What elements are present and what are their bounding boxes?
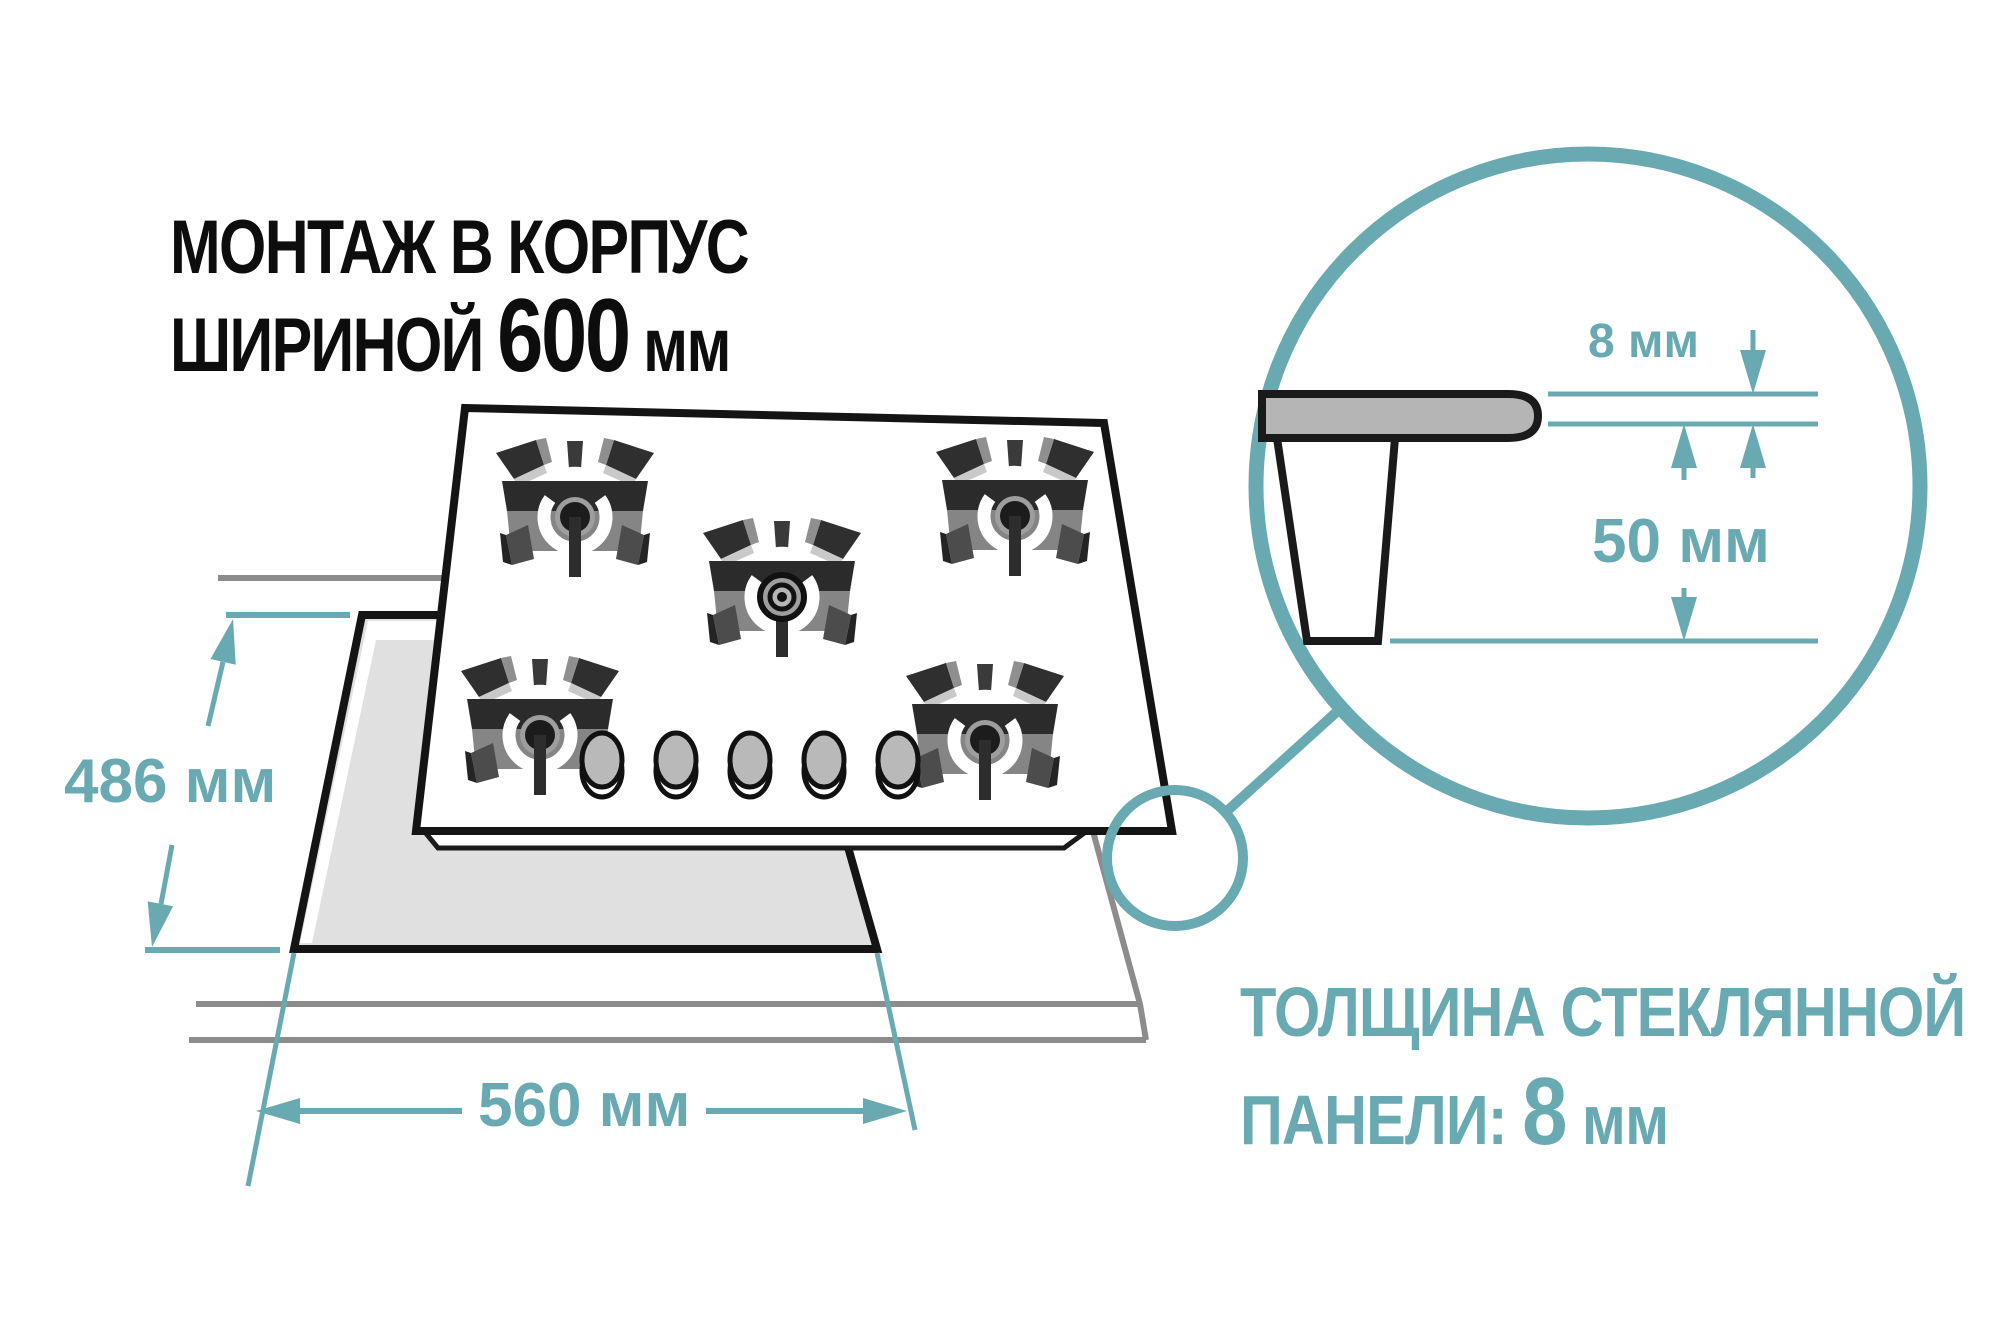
glass-panel-cross-section: [1258, 390, 1543, 442]
magnifier-small-circle: [1102, 785, 1248, 931]
burner-bottom-right: [906, 661, 1064, 800]
hob: [411, 403, 1177, 851]
magnifier-connector-line: [1222, 704, 1345, 816]
burner-center-double-ring: [757, 572, 807, 622]
dimension-8: [1740, 330, 1766, 478]
detail-guide-lines: [1390, 391, 1818, 644]
dimension-50: [1671, 424, 1697, 641]
dimension-label-glass-thickness: 8 мм: [1588, 315, 1700, 368]
dimension-label-cabinet-depth: 486 мм: [64, 747, 277, 816]
dimension-486: [139, 612, 350, 953]
dimension-label-cabinet-width: 560 мм: [478, 1071, 691, 1140]
burner-top-right: [936, 437, 1094, 576]
magnifier-callout: [1102, 146, 1928, 931]
burner-top-left: [496, 438, 654, 577]
hob-box-cross-section: [1272, 434, 1400, 645]
title-line1: МОНТАЖ В КОРПУС: [170, 205, 750, 290]
detail-circle: [1248, 146, 1928, 826]
dimension-560: [245, 952, 918, 1187]
note-line1: ТОЛЩИНА СТЕКЛЯННОЙ: [1240, 973, 1966, 1051]
dimension-label-mount-depth: 50 мм: [1592, 507, 1770, 576]
glass-cross-section: [1258, 330, 1818, 645]
